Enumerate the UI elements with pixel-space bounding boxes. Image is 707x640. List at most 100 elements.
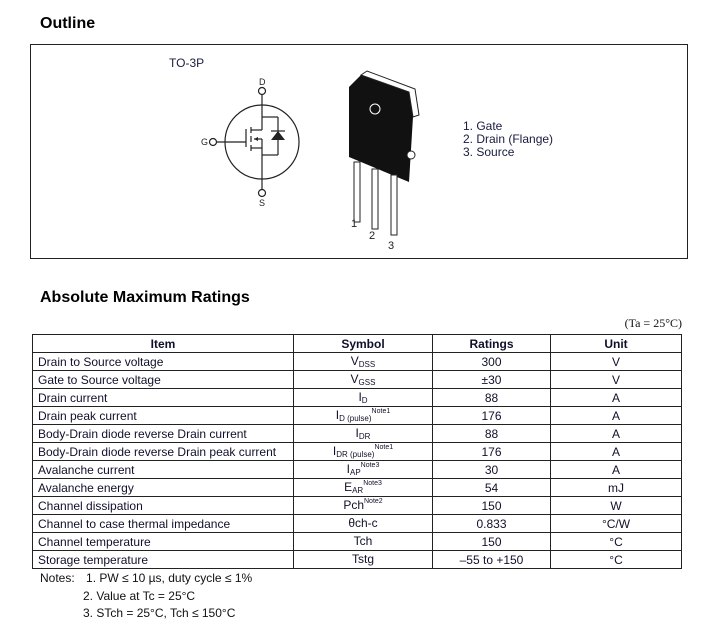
item-cell: Storage temperature: [32, 550, 294, 569]
item-cell: Body-Drain diode reverse Drain current: [32, 424, 294, 443]
symbol-note: Note3: [360, 462, 380, 469]
item-cell: Body-Drain diode reverse Drain peak curr…: [32, 442, 294, 461]
symbol-note: Note1: [374, 444, 394, 451]
note-2: 2. Value at Tc = 25°C: [83, 588, 196, 603]
col-symbol: Symbol: [293, 334, 433, 353]
item-cell: Drain current: [32, 388, 294, 407]
symbol-cell: ID (pulse)Note1: [293, 406, 433, 425]
table-row: Body-Drain diode reverse Drain peak curr…: [32, 442, 682, 461]
item-cell: Drain to Source voltage: [32, 352, 294, 371]
symbol-cell: IDR: [293, 424, 433, 443]
symbol: θch-c: [348, 516, 378, 530]
symbol-cell: θch-c: [293, 514, 433, 533]
rating-cell: –55 to +150: [432, 550, 551, 569]
symbol-cell: Tch: [293, 532, 433, 551]
note-3: 3. STch = 25°C, Tch ≤ 150°C: [83, 606, 236, 620]
item-cell: Gate to Source voltage: [32, 370, 294, 389]
ratings-table: Item Symbol Ratings Unit Drain to Source…: [32, 334, 682, 569]
symbol-cell: Tstg: [293, 550, 433, 569]
table-row: Drain to Source voltage VDSS 300 V: [32, 352, 682, 371]
rating-cell: 176: [432, 406, 551, 425]
table-row: Avalanche current IAPNote3 30 A: [32, 460, 682, 479]
table-row: Channel temperature Tch 150 °C: [32, 532, 682, 551]
symbol: V: [350, 354, 359, 368]
pin-source: 3. Source: [463, 145, 515, 159]
symbol: I: [346, 462, 350, 476]
symbol-cell: VGSS: [293, 370, 433, 389]
symbol: I: [358, 390, 362, 404]
pin-gate: 1. Gate: [463, 119, 503, 133]
symbol-subscript: DR (pulse): [336, 450, 375, 459]
symbol: V: [350, 372, 359, 386]
rating-cell: 300: [432, 352, 551, 371]
table-row: Gate to Source voltage VGSS ±30 V: [32, 370, 682, 389]
table-row: Body-Drain diode reverse Drain current I…: [32, 424, 682, 443]
symbol: Tstg: [351, 552, 374, 566]
gate-label: G: [201, 137, 208, 147]
unit-cell: V: [550, 370, 682, 389]
notes-label: Notes:: [40, 571, 75, 585]
ratings-heading: Absolute Maximum Ratings: [40, 289, 250, 306]
symbol: E: [344, 480, 353, 494]
unit-cell: A: [550, 460, 682, 479]
drain-label: D: [259, 77, 266, 87]
unit-cell: °C: [550, 550, 682, 569]
ratings-condition: (Ta = 25°C): [624, 316, 682, 330]
note-1: 1. PW ≤ 10 µs, duty cycle ≤ 1%: [86, 571, 253, 585]
unit-cell: A: [550, 424, 682, 443]
table-row: Drain peak current ID (pulse)Note1 176 A: [32, 406, 682, 425]
unit-cell: A: [550, 406, 682, 425]
pin-number-2: 2: [369, 230, 375, 242]
symbol: Pch: [343, 498, 364, 512]
rating-cell: 88: [432, 388, 551, 407]
symbol-subscript: DR: [358, 432, 371, 441]
pin-number-1: 1: [351, 218, 357, 230]
item-cell: Avalanche current: [32, 460, 294, 479]
table-row: Avalanche energy EARNote3 54 mJ: [32, 478, 682, 497]
pin-drain: 2. Drain (Flange): [463, 132, 554, 146]
symbol-cell: IDR (pulse)Note1: [293, 442, 433, 461]
rating-cell: 0.833: [432, 514, 551, 533]
symbol-cell: PchNote2: [293, 496, 433, 515]
item-cell: Channel dissipation: [32, 496, 294, 515]
col-unit: Unit: [550, 334, 682, 353]
unit-cell: °C/W: [550, 514, 682, 533]
symbol-cell: VDSS: [293, 352, 433, 371]
outline-heading: Outline: [40, 15, 96, 32]
symbol: Tch: [353, 534, 373, 548]
symbol-subscript: DSS: [358, 360, 376, 369]
table-row: Channel dissipation PchNote2 150 W: [32, 496, 682, 515]
outline-box: TO-3P D G S 1 2 3 1. Gate 2. Drain (Flan…: [30, 44, 688, 259]
table-row: Channel to case thermal impedance θch-c …: [32, 514, 682, 533]
pin-list: 1. Gate 2. Drain (Flange) 3. Source: [463, 120, 553, 159]
rating-cell: 176: [432, 442, 551, 461]
rating-cell: 88: [432, 424, 551, 443]
symbol-cell: ID: [293, 388, 433, 407]
symbol-subscript: AR: [352, 486, 364, 495]
symbol-cell: IAPNote3: [293, 460, 433, 479]
symbol-cell: EARNote3: [293, 478, 433, 497]
to3p-package-icon: 1 2 3: [349, 70, 420, 252]
item-cell: Channel temperature: [32, 532, 294, 551]
rating-cell: 54: [432, 478, 551, 497]
rating-cell: 150: [432, 496, 551, 515]
unit-cell: W: [550, 496, 682, 515]
rating-cell: 150: [432, 532, 551, 551]
rating-cell: ±30: [432, 370, 551, 389]
symbol: I: [335, 408, 340, 422]
symbol-note: Note1: [371, 408, 391, 415]
package-name: TO-3P: [169, 56, 205, 70]
table-row: Drain current ID 88 A: [32, 388, 682, 407]
item-cell: Avalanche energy: [32, 478, 294, 497]
item-cell: Drain peak current: [32, 406, 294, 425]
unit-cell: A: [550, 388, 682, 407]
symbol-subscript: D (pulse): [339, 414, 372, 423]
item-cell: Channel to case thermal impedance: [32, 514, 294, 533]
col-item: Item: [32, 334, 294, 353]
unit-cell: A: [550, 442, 682, 461]
symbol-note: Note2: [364, 498, 383, 505]
symbol: I: [355, 426, 359, 440]
notes: Notes: 1. PW ≤ 10 µs, duty cycle ≤ 1% 2.…: [40, 570, 252, 623]
rating-cell: 30: [432, 460, 551, 479]
source-label: S: [259, 198, 265, 207]
